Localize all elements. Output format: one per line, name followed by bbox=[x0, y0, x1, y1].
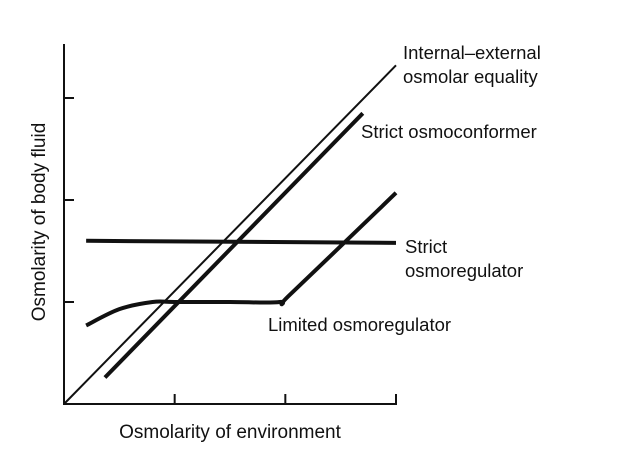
series-label-strict-osmoconformer: Strict osmoconformer bbox=[361, 121, 537, 142]
series-line-strict-osmoregulator bbox=[86, 238, 397, 245]
series-line-limited-osmoregulator bbox=[85, 191, 398, 328]
series-group bbox=[63, 64, 398, 405]
axes bbox=[63, 44, 397, 405]
series-label-limited-osmoregulator: Limited osmoregulator bbox=[268, 314, 451, 335]
y-axis-label: Osmolarity of body fluid bbox=[29, 123, 50, 322]
series-line-strict-osmoconformer bbox=[103, 111, 365, 379]
series-line-internal-external-osmolar-equality bbox=[63, 64, 397, 405]
x-axis-label: Osmolarity of environment bbox=[119, 422, 341, 443]
